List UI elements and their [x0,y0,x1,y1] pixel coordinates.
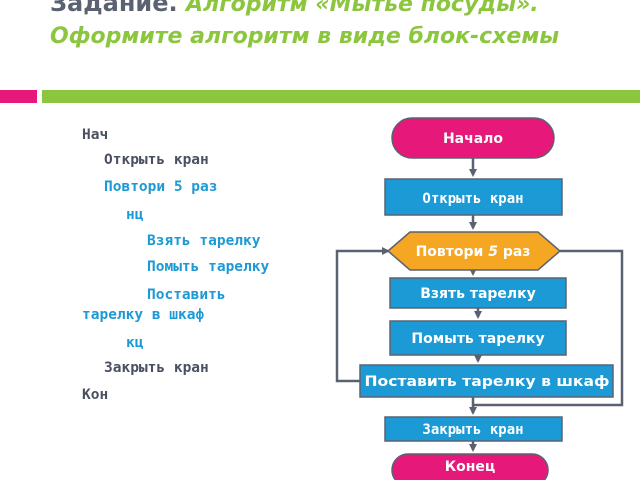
algo-line-loop-end: кц [126,335,144,351]
title-prefix: Задание. [50,0,186,17]
loop-prefix: Повтори [416,244,489,260]
algo-line-take-plate: Взять тарелку [147,233,261,249]
algo-line-close-tap: Закрыть кран [104,360,209,376]
algo-line-repeat: Повтори 5 раз [104,179,218,195]
flowchart-close-tap: Закрыть кран [384,416,563,442]
flowchart-loop: Повтори 5 раз [386,231,562,271]
algo-line-wash-plate: Помыть тарелку [147,259,270,275]
flowchart-wash-plate: Помыть тарелку [389,320,567,356]
algo-line-loop-start: нц [126,207,144,223]
title-line2: Оформите алгоритм в виде блок-схемы [50,24,560,49]
accent-bar-green [42,90,640,103]
flowchart-connectors [335,158,624,452]
take-plate-label: Взять тарелку [420,286,536,302]
loop-count: 5 [488,244,498,260]
flowchart-start: Начало [391,117,555,159]
loop-label: Повтори 5 раз [416,244,531,260]
wash-plate-label: Помыть тарелку [411,331,544,347]
end-label: Конец [445,459,496,475]
flowchart-open-tap: Открыть кран [384,178,563,216]
put-plate-label: Поставить тарелку в шкаф [365,374,610,390]
accent-bar-pink [0,90,37,103]
loop-suffix: раз [498,244,530,260]
title-line1: Алгоритм «Мытье посуды». [185,0,539,17]
flowchart-take-plate: Взять тарелку [389,277,567,309]
slide-title: Задание. Алгоритм «Мытье посуды». Оформит… [50,0,630,52]
loop-exit-line [473,249,624,407]
algo-line-put-plate-2: тарелку в шкаф [82,307,205,323]
algo-line-end: Кон [82,387,109,403]
algo-line-open-tap: Открыть кран [104,152,209,168]
algo-line-begin: Нач [82,127,109,143]
flowchart-put-plate: Поставить тарелку в шкаф [359,364,614,398]
close-tap-label: Закрыть кран [422,422,523,438]
open-tap-label: Открыть кран [422,191,523,207]
loop-back-line [335,247,390,383]
start-label: Начало [443,131,503,147]
algo-line-put-plate-1: Поставить [147,287,226,303]
flowchart-end: Конец [391,453,549,480]
